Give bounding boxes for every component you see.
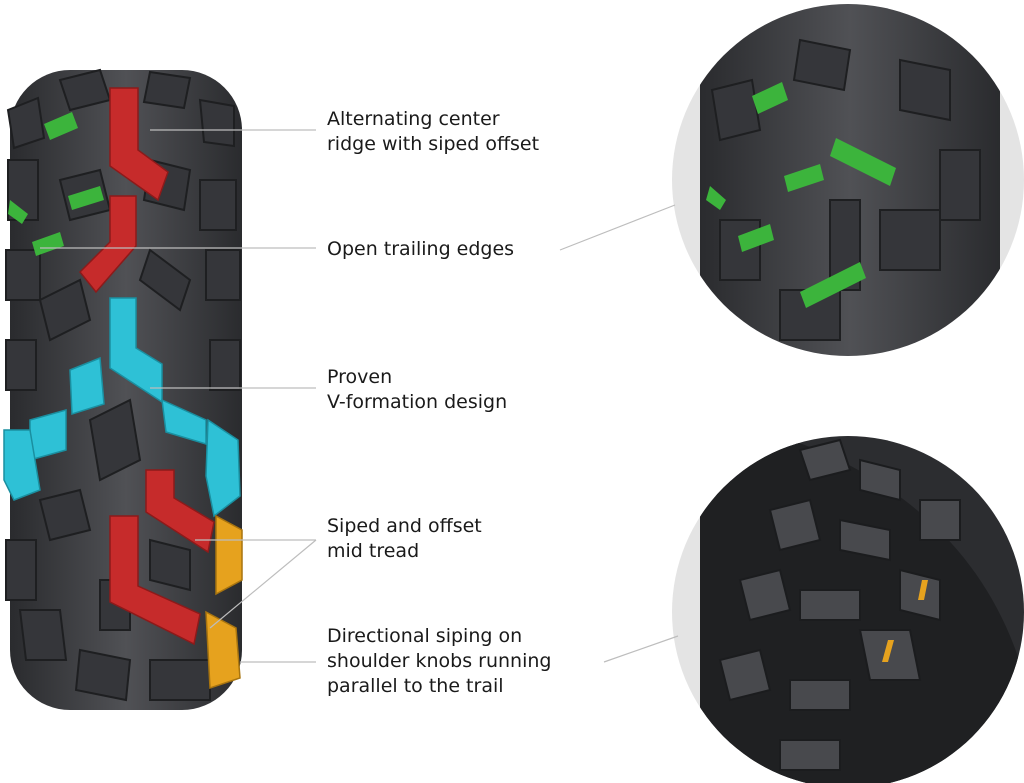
leader-mid-tread-b [209,539,317,629]
callout-line: V-formation design [327,391,508,413]
leader-to-bottom-circle [603,635,679,663]
callout-line: Directional siping on [327,625,523,647]
center-ridge-marks [78,87,215,646]
callout-line: Siped and offset [327,515,482,537]
callout-mid-tread: Siped and offset mid tread [327,514,482,564]
callout-line: Open trailing edges [327,238,515,260]
trailing-edge-marks [8,112,104,256]
shoulder-siping-marks [205,514,243,690]
callout-line: parallel to the trail [327,675,504,697]
callout-v-formation: Proven V-formation design [327,365,507,415]
callout-line: ridge with siped offset [327,133,540,155]
leader-to-top-circle [559,204,676,251]
leader-lines [40,129,679,663]
main-tire [3,68,243,710]
callout-shoulder-siping: Directional siping on shoulder knobs run… [327,624,551,699]
callout-center-ridge: Alternating center ridge with siped offs… [327,107,539,157]
callout-line: Proven [327,366,393,388]
callout-line: Alternating center [327,108,500,130]
zoom-circle-top [672,4,1024,356]
zoom-circle-bottom [672,436,1024,783]
callout-trailing-edges: Open trailing edges [327,237,514,262]
callout-line: mid tread [327,540,420,562]
v-formation-marks [3,297,241,518]
tire-knobs [5,68,241,702]
callout-line: shoulder knobs running [327,650,552,672]
